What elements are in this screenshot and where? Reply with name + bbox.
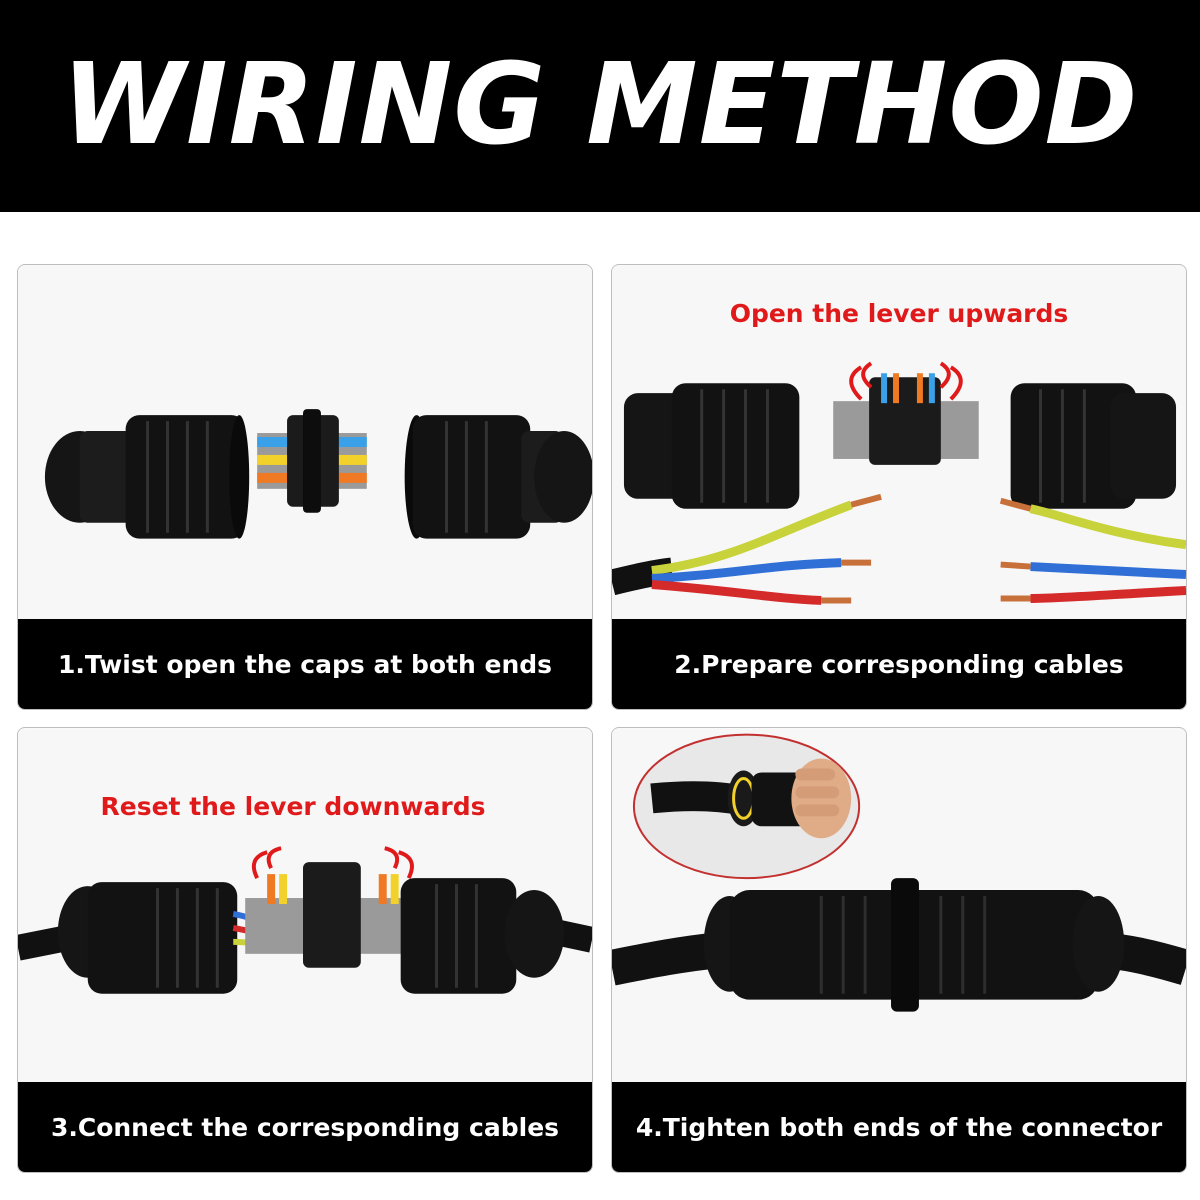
step-1-panel: 1.Twist open the caps at both ends xyxy=(17,264,593,710)
curved-arrow-icon xyxy=(251,846,414,879)
header-banner: WIRING METHOD xyxy=(0,0,1200,212)
step-1-photo xyxy=(18,265,592,621)
step-2-caption: 2.Prepare corresponding cables xyxy=(612,619,1186,709)
step-2-note: Open the lever upwards xyxy=(729,299,1069,328)
step-3-caption: 3.Connect the corresponding cables xyxy=(18,1082,592,1172)
hand-icon xyxy=(791,758,852,839)
step-4-caption: 4.Tighten both ends of the connector xyxy=(612,1082,1186,1172)
cable-gland-icon xyxy=(44,415,250,539)
step-2-photo xyxy=(612,265,1186,621)
lever-connector-icon xyxy=(245,862,421,968)
step-1-caption: 1.Twist open the caps at both ends xyxy=(18,619,592,709)
step-3-photo xyxy=(18,728,592,1084)
step-2-panel: Open the lever upwards 2.Prepare corresp… xyxy=(611,264,1187,710)
lever-connector-icon xyxy=(833,373,979,465)
step-3-note: Reset the lever downwards xyxy=(100,792,486,821)
lever-connector-icon xyxy=(257,409,367,513)
curved-arrow-icon xyxy=(849,361,963,401)
step-3-panel: Reset the lever downwards 3.Connect the … xyxy=(17,727,593,1173)
page-title: WIRING METHOD xyxy=(61,40,1139,170)
step-4-panel: 4.Tighten both ends of the connector xyxy=(611,727,1187,1173)
step-4-photo xyxy=(612,728,1186,1084)
